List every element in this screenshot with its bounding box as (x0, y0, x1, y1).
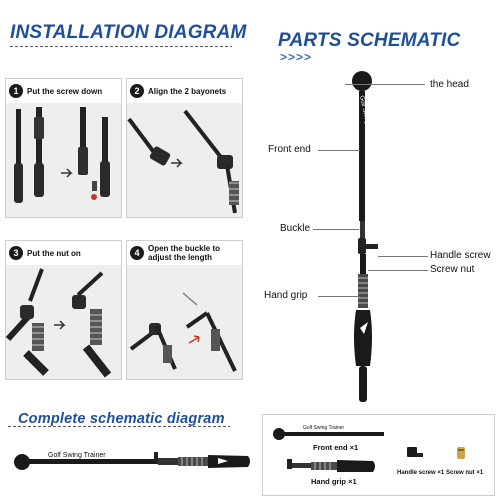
step-number-badge: 4 (130, 246, 144, 260)
parts-schematic-trainer: Golf Swing Trainer (352, 71, 378, 402)
step-label: Align the 2 bayonets (148, 86, 227, 96)
complete-title-underline (8, 426, 230, 427)
complete-shaft-text: Golf Swing Trainer (48, 452, 106, 459)
step-panel-header: 2 Align the 2 bayonets (127, 79, 242, 103)
installation-diagram-title: INSTALLATION DIAGRAM (10, 22, 247, 43)
step-label: Open the buckle to adjust the length (148, 244, 221, 262)
kit-contents-illustration: Golf Swing Trainer (273, 425, 465, 472)
label-screw-nut: Screw nut (430, 264, 475, 275)
step-2-photo (127, 103, 242, 217)
label-hand-grip: Hand grip (264, 290, 308, 301)
step-panel-header: 1 Put the screw down (6, 79, 121, 103)
step-panel-2: 2 Align the 2 bayonets (126, 78, 243, 218)
step-4-photo (127, 265, 242, 379)
screw-nut-leader-line (368, 270, 428, 271)
kit-contents-box: Golf Swing Trainer Front end ×1 Hand gri… (262, 414, 495, 496)
step-number-badge: 1 (9, 84, 23, 98)
parts-schematic-title: PARTS SCHEMATIC (278, 30, 461, 51)
kit-label-handle-screw: Handle screw ×1 (397, 470, 445, 476)
kit-label-front-end: Front end ×1 (313, 443, 359, 452)
step-panel-header: 4 Open the buckle to adjust the length (127, 241, 242, 265)
handle-screw-leader-line (378, 256, 428, 257)
kit-shaft-text: Golf Swing Trainer (303, 425, 344, 431)
step-panel-1: 1 Put the screw down (5, 78, 122, 218)
buckle-leader-line (313, 229, 359, 230)
label-the-head: the head (430, 79, 469, 90)
step-label: Put the nut on (27, 248, 81, 258)
head-leader-line (345, 84, 425, 85)
parts-arrows-decoration: >>>> (280, 50, 313, 64)
complete-trainer-diagram: Golf Swing Trainer (14, 452, 250, 470)
step-1-photo (6, 103, 121, 217)
step-3-photo (6, 265, 121, 379)
kit-label-screw-nut: Screw nut ×1 (446, 470, 484, 476)
installation-title-underline (10, 46, 232, 47)
kit-label-hand-grip: Hand grip ×1 (311, 477, 357, 486)
step-panel-header: 3 Put the nut on (6, 241, 121, 265)
label-buckle: Buckle (280, 223, 311, 234)
step-panel-4: 4 Open the buckle to adjust the length (126, 240, 243, 380)
step-number-badge: 2 (130, 84, 144, 98)
step-label: Put the screw down (27, 86, 103, 96)
hand-grip-leader-line (318, 296, 360, 297)
step-number-badge: 3 (9, 246, 23, 260)
label-front-end: Front end (268, 144, 311, 155)
front-end-leader-line (318, 150, 360, 151)
label-handle-screw: Handle screw (430, 250, 491, 261)
complete-schematic-title: Complete schematic diagram (18, 411, 225, 427)
step-panel-3: 3 Put the nut on (5, 240, 122, 380)
